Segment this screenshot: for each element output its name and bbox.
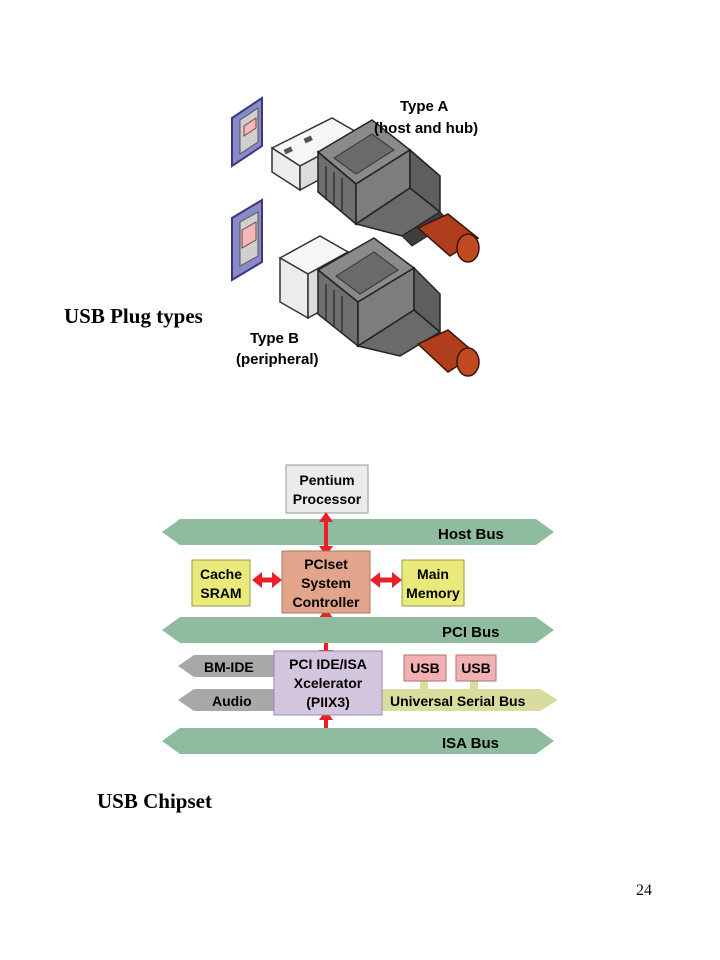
plug-types-caption: USB Plug types — [64, 304, 203, 328]
bm-ide-label: BM-IDE — [204, 659, 254, 675]
usb-port-2-label: USB — [461, 660, 491, 676]
isa-bus-label: ISA Bus — [442, 735, 499, 752]
type-b-plug — [278, 235, 480, 377]
processor-label-line2: Processor — [293, 491, 362, 507]
type-b-title: Type B — [250, 330, 299, 347]
pci-bus-arrow — [162, 617, 554, 643]
controller-label-line2: System — [301, 575, 351, 591]
cache-sram-box — [191, 559, 251, 607]
usb-bus-arrow — [380, 689, 558, 711]
memory-label-line1: Main — [417, 566, 449, 582]
type-b-subtitle: (peripheral) — [236, 351, 319, 368]
controller-label-line3: Controller — [293, 594, 360, 610]
piix-label-line2: Xcelerator — [294, 675, 363, 691]
usb-bus-label: Universal Serial Bus — [390, 693, 526, 709]
audio-arrow — [178, 689, 274, 711]
audio-label: Audio — [212, 693, 252, 709]
isa-bus-arrow — [162, 728, 554, 754]
piix-label-line3: (PIIX3) — [306, 694, 350, 710]
type-a-title: Type A — [400, 98, 449, 115]
usb-port-2-stem — [470, 680, 478, 690]
cache-label-line1: Cache — [200, 566, 242, 582]
processor-label-line1: Pentium — [299, 472, 354, 488]
piix-label-line1: PCI IDE/ISA — [289, 656, 367, 672]
memory-label-line2: Memory — [406, 585, 460, 601]
controller-memory-link — [370, 572, 402, 588]
type-a-receptacle — [231, 96, 263, 168]
pci-bus-label: PCI Bus — [442, 624, 500, 641]
usb-port-1-stem — [420, 680, 428, 690]
piix-box — [273, 650, 383, 716]
type-b-receptacle — [231, 198, 263, 282]
main-memory-box — [401, 559, 465, 607]
type-a-subtitle: (host and hub) — [374, 120, 478, 137]
chipset-caption: USB Chipset — [97, 789, 212, 813]
cache-label-line2: SRAM — [200, 585, 241, 601]
usb-port-1-box — [403, 654, 447, 682]
processor-box — [285, 464, 369, 514]
page-number: 24 — [636, 882, 652, 899]
usb-port-1-label: USB — [410, 660, 440, 676]
cache-controller-link — [252, 572, 282, 588]
controller-label-line1: PCIset — [304, 556, 348, 572]
host-bus-arrow — [162, 519, 554, 545]
controller-box — [281, 550, 371, 614]
usb-port-2-box — [455, 654, 497, 682]
type-a-plug — [270, 117, 480, 263]
host-bus-label: Host Bus — [438, 526, 504, 543]
bm-ide-arrow — [178, 655, 274, 677]
